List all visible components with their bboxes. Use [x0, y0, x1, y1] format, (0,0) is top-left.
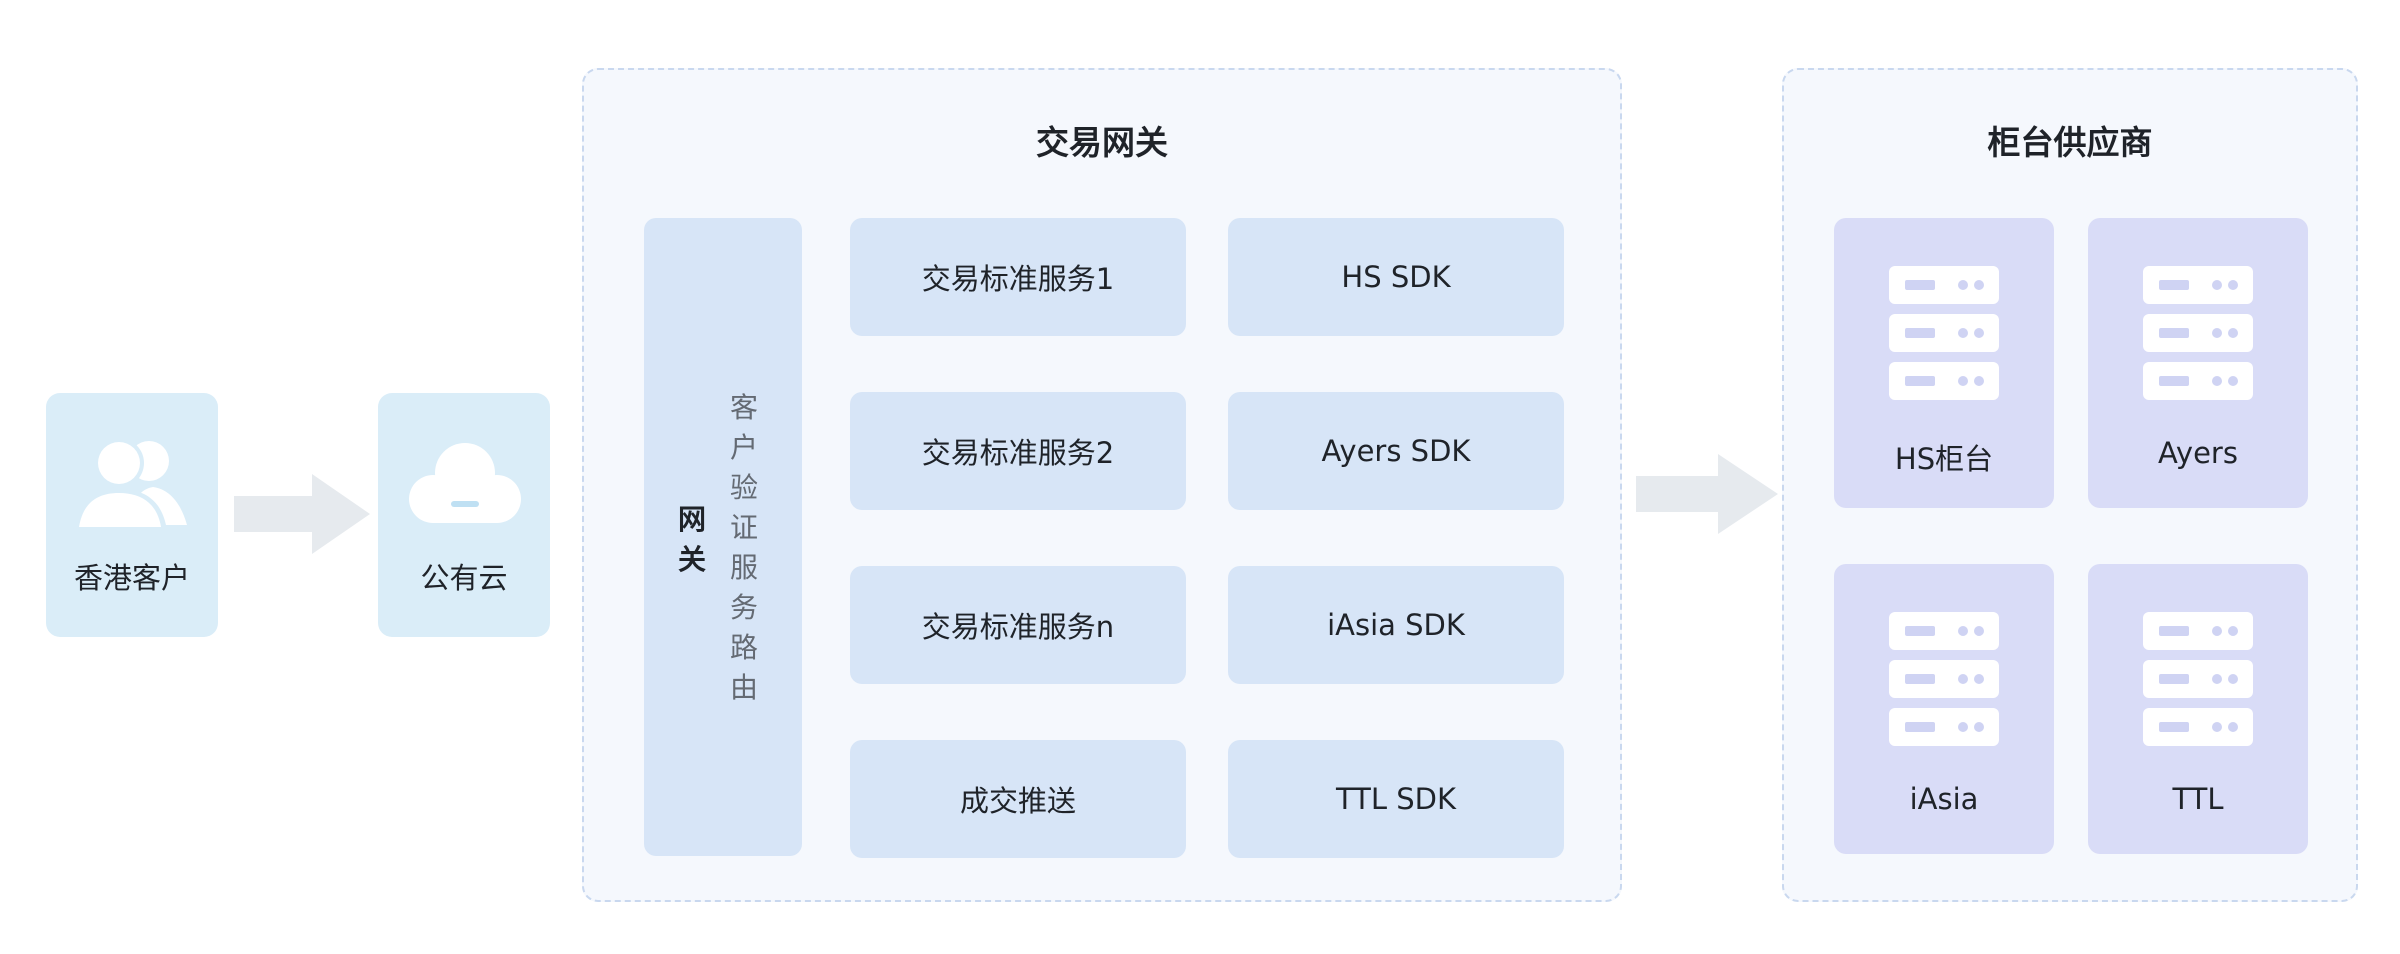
sdk-label: TTL SDK: [1335, 782, 1457, 816]
cloud-card: 公有云: [378, 393, 550, 637]
arrow-right-icon: [1636, 454, 1778, 534]
service-box: 交易标准服务2: [850, 392, 1186, 510]
vendor-label: iAsia: [1909, 782, 1979, 816]
sdk-label: Ayers SDK: [1321, 434, 1471, 468]
vertical-char: 验: [730, 471, 759, 504]
server-icon: [2143, 266, 2253, 400]
cloud-label: 公有云: [420, 561, 508, 595]
gateway-column-label: 网关: [678, 500, 706, 580]
vendor-card: iAsia: [1834, 564, 2054, 854]
vendor-label: Ayers: [2158, 436, 2238, 470]
vendors-panel: 柜台供应商 HS柜台 Ayers iAsia TTL: [1782, 68, 2358, 902]
vertical-char: 务: [730, 591, 759, 624]
vertical-char: 证: [730, 511, 759, 544]
vendor-card: Ayers: [2088, 218, 2308, 508]
vertical-char: 路: [730, 631, 759, 664]
sdk-box: TTL SDK: [1228, 740, 1564, 858]
vendor-card: TTL: [2088, 564, 2308, 854]
sdk-label: iAsia SDK: [1327, 608, 1465, 642]
vertical-char: 由: [730, 671, 759, 704]
service-box: 交易标准服务n: [850, 566, 1186, 684]
gateway-column: 网关 客户验证服务路由: [644, 218, 802, 856]
vendor-label: HS柜台: [1894, 442, 1994, 476]
service-label: 交易标准服务n: [921, 610, 1115, 644]
server-icon: [1889, 266, 1999, 400]
gateway-title: 交易网关: [1036, 123, 1168, 162]
vertical-char: 关: [678, 543, 707, 576]
vendors-title: 柜台供应商: [1987, 123, 2153, 162]
gateway-column-sublabel: 客户验证服务路由: [730, 388, 758, 708]
service-label: 交易标准服务2: [921, 436, 1115, 470]
service-label: 成交推送: [959, 784, 1076, 818]
vertical-char: 网: [678, 503, 707, 536]
sdk-box: Ayers SDK: [1228, 392, 1564, 510]
vendor-card: HS柜台: [1834, 218, 2054, 508]
server-icon: [1889, 612, 1999, 746]
cloud-icon: [409, 443, 521, 523]
vendor-label: TTL: [2172, 782, 2224, 816]
customers-card: 香港客户: [46, 393, 218, 637]
arrow-right-icon: [234, 474, 370, 554]
service-label: 交易标准服务1: [921, 262, 1115, 296]
service-box: 交易标准服务1: [850, 218, 1186, 336]
users-icon: [73, 438, 187, 531]
vertical-char: 户: [730, 431, 759, 464]
vertical-char: 服: [730, 551, 759, 584]
sdk-label: HS SDK: [1341, 260, 1451, 294]
vertical-char: 客: [730, 391, 759, 424]
sdk-box: HS SDK: [1228, 218, 1564, 336]
push-box: 成交推送: [850, 740, 1186, 858]
sdk-box: iAsia SDK: [1228, 566, 1564, 684]
gateway-panel: 交易网关 网关 客户验证服务路由 交易标准服务1 交易标准服务2 交易标准服务n…: [582, 68, 1622, 902]
customers-label: 香港客户: [73, 561, 190, 595]
server-icon: [2143, 612, 2253, 746]
